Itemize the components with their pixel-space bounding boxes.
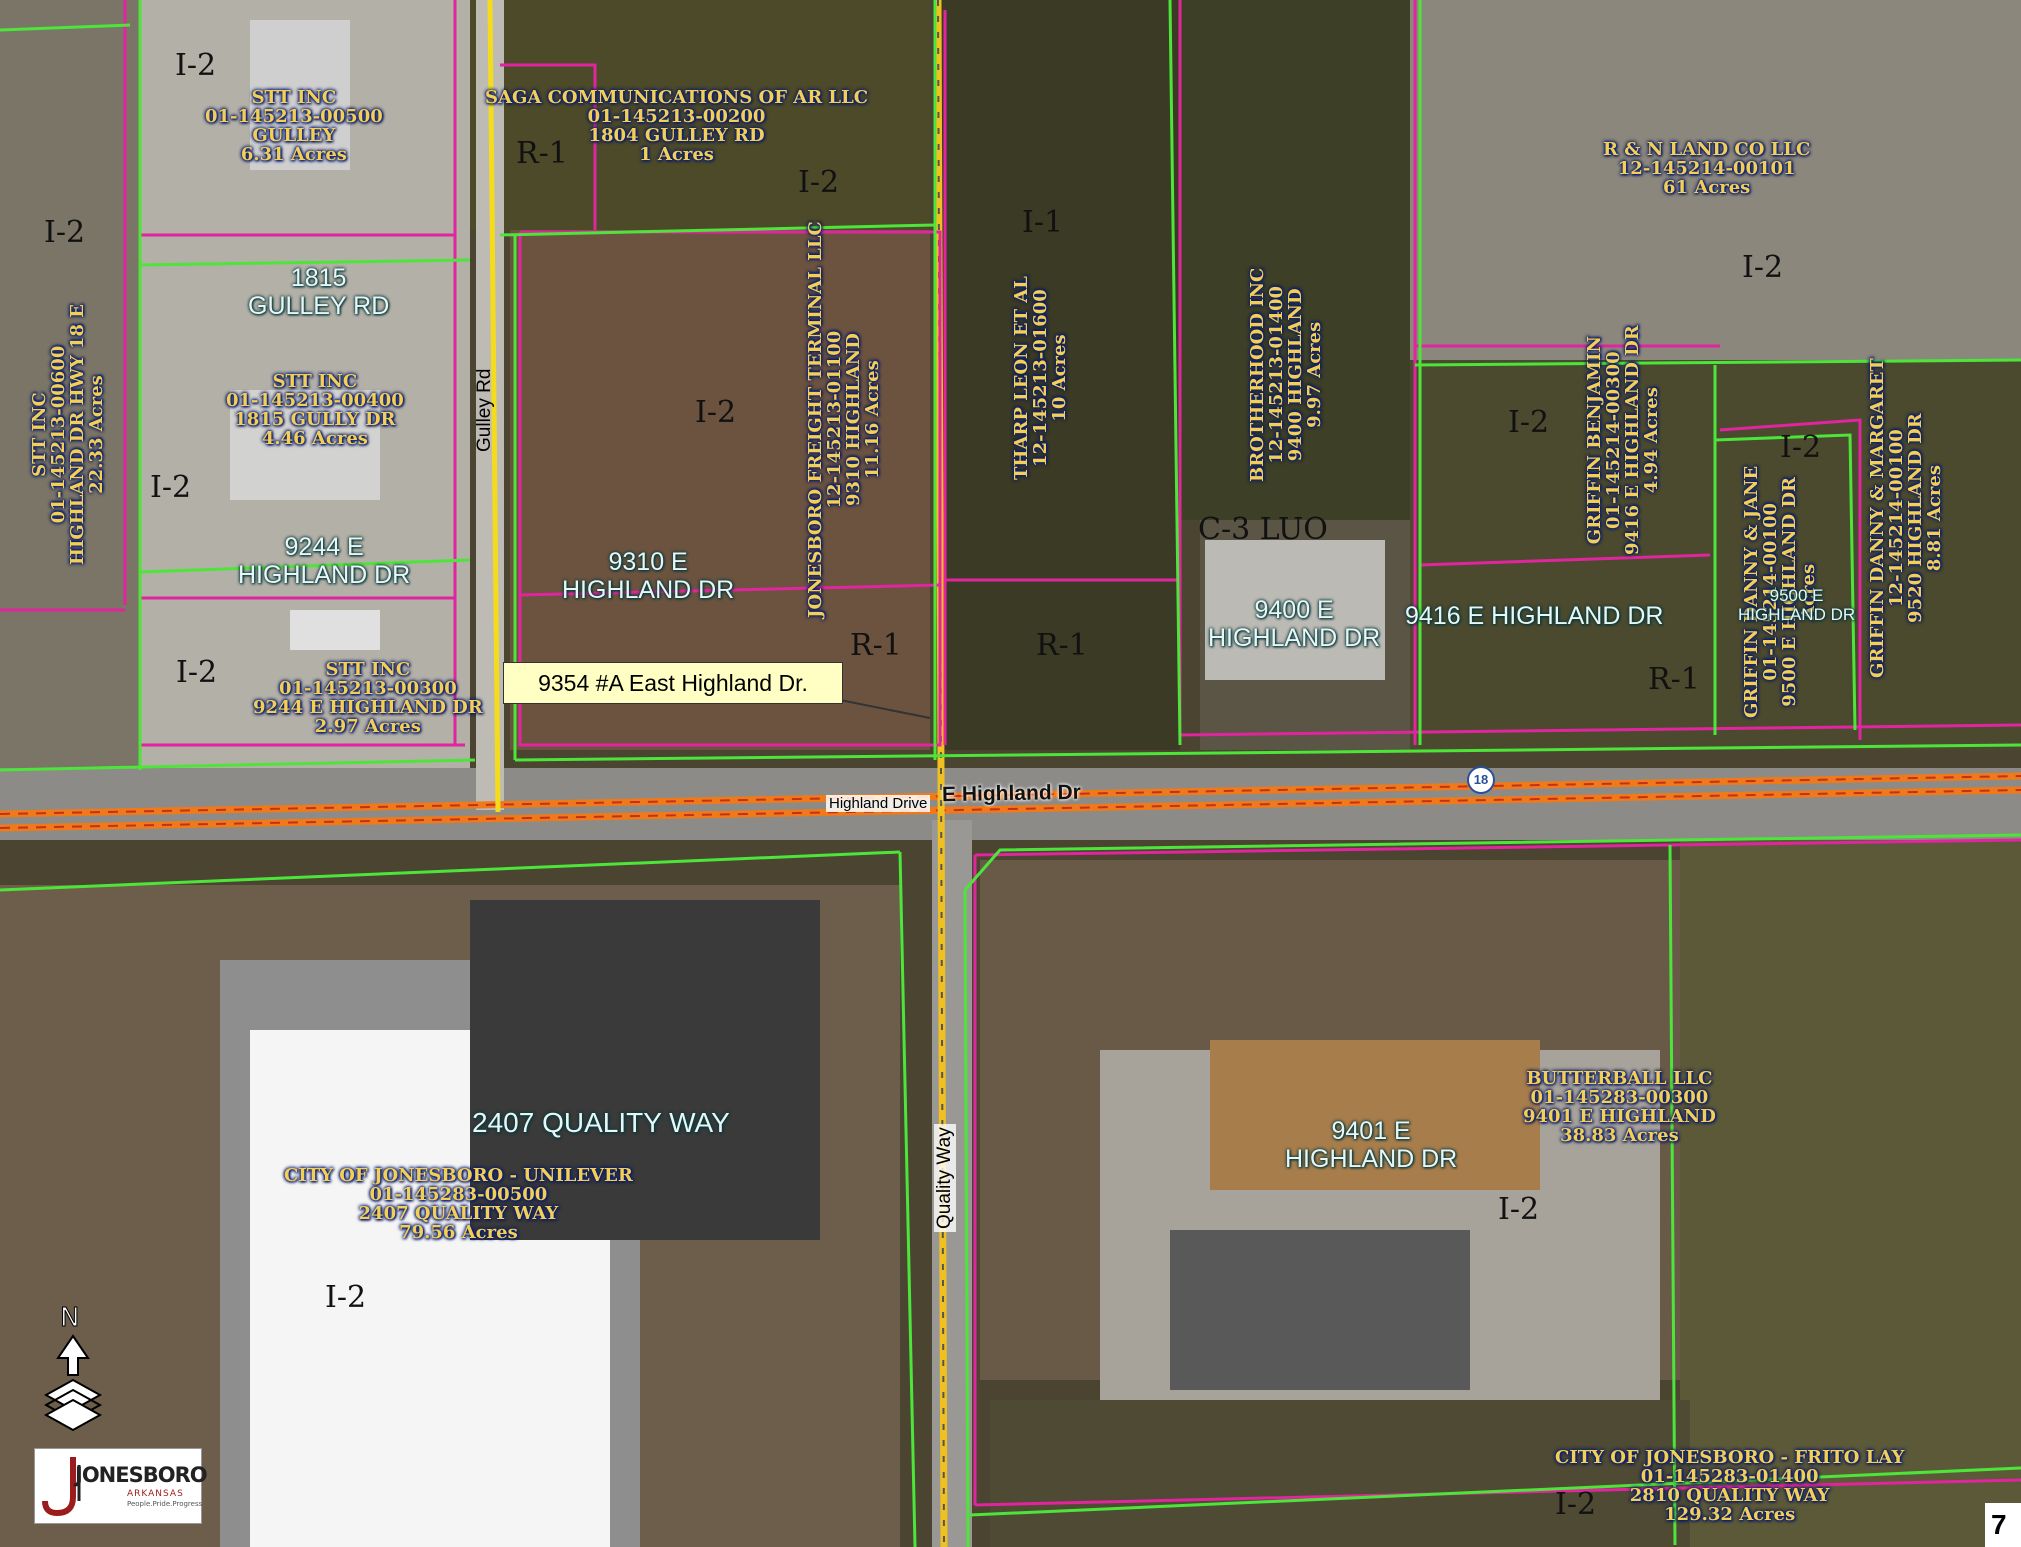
zoning-code: I-2 [798, 165, 840, 200]
zoning-code: I-2 [325, 1280, 367, 1315]
page-number: 7 [1985, 1503, 2021, 1547]
zoning-code: I-2 [176, 655, 218, 690]
road-label-highland-drive: Highland Drive [826, 795, 931, 812]
jonesboro-logo: JONESBORO ARKANSAS People.Pride.Progress [34, 1448, 208, 1524]
zoning-code: R-1 [850, 628, 902, 663]
zoning-code: R-1 [1648, 662, 1700, 697]
zoning-code: I-2 [695, 395, 737, 430]
zoning-code: I-1 [1022, 205, 1064, 240]
zoning-code: I-2 [175, 48, 217, 83]
zoning-code: I-2 [44, 215, 86, 250]
zoning-code: I-2 [1780, 430, 1822, 465]
zoning-code: I-2 [1555, 1487, 1597, 1522]
zoning-code: I-2 [1742, 250, 1784, 285]
zoning-code: I-2 [1508, 405, 1550, 440]
road-label-quality-way: Quality Way [934, 1124, 956, 1232]
north-arrow-icon: N [40, 1300, 106, 1440]
highway-shield-icon: 18 [1467, 766, 1495, 794]
zoning-code: I-2 [1498, 1192, 1540, 1227]
road-label-gulley: Gulley Rd [474, 368, 495, 452]
zoning-code: R-1 [516, 136, 568, 171]
road-label-e-highland: E Highland Dr [941, 780, 1082, 807]
compass-letter: N [60, 1303, 79, 1333]
address-callout: 9354 #A East Highland Dr. [503, 662, 843, 704]
zoning-code: C-3 LUO [1198, 512, 1328, 547]
zoning-code: I-2 [150, 470, 192, 505]
address-label: 2407 QUALITY WAY [472, 1107, 730, 1138]
zoning-code: R-1 [1036, 628, 1088, 663]
address-label: 9416 E HIGHLAND DR [1405, 602, 1664, 630]
